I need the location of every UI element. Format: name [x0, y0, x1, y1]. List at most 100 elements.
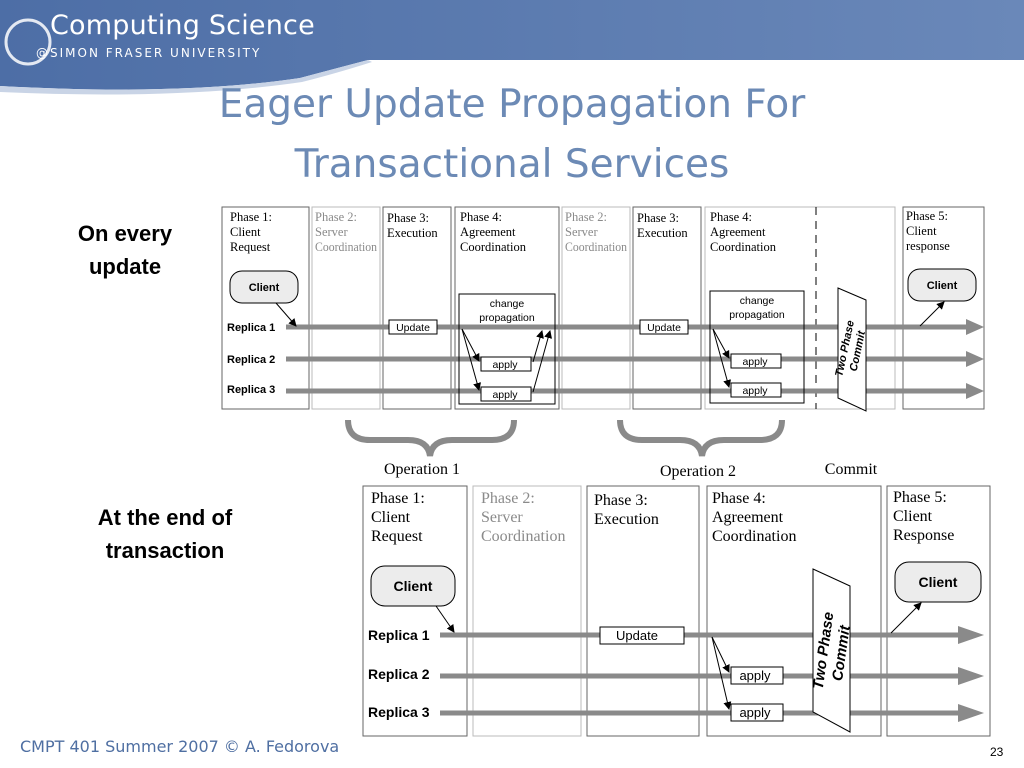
top-apply-label-2a: apply — [742, 356, 768, 368]
top-apply-box-1b — [480, 386, 532, 402]
top-replica3-label: Replica 3 — [227, 384, 275, 396]
top-phase-box-1 — [221, 206, 310, 410]
top-prop-arrow-2a — [712, 328, 730, 359]
top-phase1-l1: Phase 1: — [230, 210, 272, 224]
top-phase4-l2: Agreement — [460, 225, 516, 239]
top-change-prop1-l1: change — [490, 298, 525, 310]
top-replica1-label: Replica 1 — [227, 322, 275, 334]
label-end-line1: At the end of — [97, 505, 233, 530]
label-every-update: On every update — [40, 217, 210, 283]
top-apply-label-2b: apply — [742, 385, 768, 397]
bottom-replica3-arrowhead — [958, 704, 984, 722]
bottom-phase5-l2: Client — [893, 508, 933, 525]
top-phase5-l3: response — [906, 239, 950, 253]
top-two-phase-commit-box — [837, 287, 867, 412]
top-update-box-2 — [639, 319, 689, 335]
footer-course: CMPT 401 Summer 2007 © A. Fedorova — [20, 737, 340, 756]
bottom-update-box — [599, 626, 685, 645]
top-phase3-l1: Phase 3: — [387, 211, 429, 225]
bottom-replica2-arrowhead — [958, 667, 984, 685]
top-phase1-l2: Client — [230, 225, 261, 239]
bottom-two-phase-commit-box — [812, 568, 851, 733]
top-phase4-l3: Coordination — [460, 240, 527, 254]
operation2-label: Operation 2 — [660, 463, 736, 480]
bottom-phase-box-3 — [586, 485, 700, 737]
top-update-label-2: Update — [647, 322, 681, 334]
bottom-apply-box-a — [730, 666, 784, 685]
top-change-propagation-box-2 — [709, 290, 805, 404]
operation2-brace — [617, 419, 785, 457]
bottom-replica3-label: Replica 3 — [368, 704, 430, 720]
bottom-replica2-label: Replica 2 — [368, 666, 430, 682]
top-phase2b-l2: Server — [565, 225, 598, 239]
top-apply-label-1a: apply — [492, 359, 518, 371]
top-apply-box-1a — [480, 356, 532, 372]
bottom-replica1-label: Replica 1 — [368, 627, 430, 643]
top-replica3-arrowhead — [966, 383, 984, 399]
label-end-of-transaction: At the end of transaction — [70, 501, 260, 567]
top-prop-arrow-2b — [712, 328, 731, 388]
top-update-label-1: Update — [396, 322, 430, 334]
bottom-phase4-l2: Agreement — [712, 509, 784, 526]
top-replica2-label: Replica 2 — [227, 354, 275, 366]
top-phase1-l3: Request — [230, 240, 271, 254]
bottom-client-response-bubble — [894, 561, 982, 603]
top-ack-arrow-1b — [532, 330, 552, 393]
bottom-apply-box-b — [730, 703, 784, 722]
top-phase-box-3 — [382, 206, 452, 410]
bottom-replica1-arrowhead — [958, 626, 984, 644]
label-end-line2: transaction — [105, 538, 225, 563]
bottom-phase2-l2: Server — [481, 509, 523, 526]
slide-title-line1: Eager Update Propagation For — [218, 82, 806, 127]
bottom-client-response-arrow — [890, 602, 922, 634]
top-phase2-l3: Coordination — [315, 240, 378, 254]
top-phase3b-l2: Execution — [637, 226, 688, 240]
header-banner — [0, 0, 1024, 95]
top-change-prop1-l2: propagation — [479, 312, 535, 324]
bottom-phase5-l3: Response — [893, 527, 954, 544]
top-phase5-l1: Phase 5: — [906, 209, 948, 223]
bottom-phase-box-4 — [706, 485, 882, 737]
bottom-phase5-l1: Phase 5: — [893, 489, 947, 506]
bottom-client-label: Client — [394, 578, 433, 594]
label-every-update-line1: On every — [77, 221, 173, 246]
logo-swirl-icon — [4, 18, 52, 66]
bottom-phase2-l1: Phase 2: — [481, 490, 535, 507]
bottom-client-request-arrow — [435, 605, 455, 633]
top-replica1-arrowhead — [966, 319, 984, 335]
page-number: 23 — [990, 745, 1004, 759]
bottom-phase-box-2 — [472, 485, 582, 737]
bottom-client-response-label: Client — [919, 574, 958, 590]
operation1-label: Operation 1 — [384, 461, 460, 478]
bottom-apply-label-b: apply — [739, 705, 771, 720]
top-phase-box-4 — [454, 206, 560, 410]
top-phase5-l2: Client — [906, 224, 937, 238]
bottom-phase1-l3: Request — [371, 528, 423, 545]
commit-label: Commit — [825, 461, 878, 478]
bottom-phase4-l3: Coordination — [712, 528, 796, 545]
top-phase4-l1: Phase 4: — [460, 210, 502, 224]
top-phase2b-l1: Phase 2: — [565, 210, 607, 224]
bottom-apply-label-a: apply — [739, 668, 771, 683]
logo-subtitle: @SIMON FRASER UNIVERSITY — [36, 46, 262, 60]
bottom-update-label: Update — [616, 628, 658, 643]
operation1-brace — [345, 419, 517, 457]
top-phase2b-l3: Coordination — [565, 240, 628, 254]
top-replica2-arrowhead — [966, 351, 984, 367]
bottom-phase1-l1: Phase 1: — [371, 490, 425, 507]
top-client-response-arrow — [919, 301, 945, 327]
top-phase4b-l3: Coordination — [710, 240, 777, 254]
bottom-prop-arrow-a — [711, 636, 730, 673]
top-change-prop2-l1: change — [740, 295, 775, 307]
top-ack-arrow-1a — [532, 330, 544, 363]
top-phase4b-l1: Phase 4: — [710, 210, 752, 224]
slide-title-line2: Transactional Services — [294, 142, 730, 187]
label-every-update-line2: update — [88, 254, 162, 279]
top-client-label: Client — [249, 282, 280, 294]
top-prop-arrow-1a — [461, 328, 480, 362]
top-phase3-l2: Execution — [387, 226, 438, 240]
bottom-phase-box-5 — [886, 485, 991, 737]
logo-title: Computing Science — [50, 10, 315, 41]
top-change-propagation-box-1 — [458, 293, 556, 405]
